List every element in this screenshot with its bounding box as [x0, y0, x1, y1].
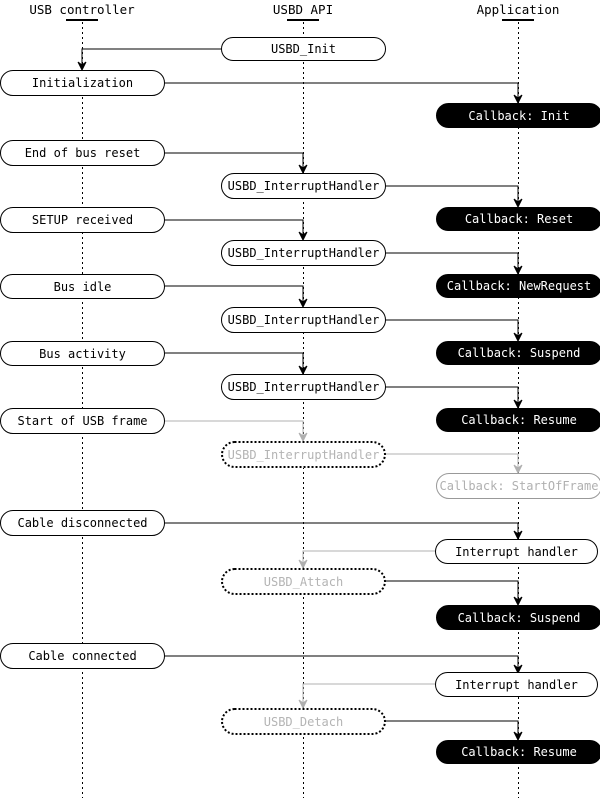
- arrowhead-icon: [77, 61, 87, 72]
- node-initialization: Initialization: [0, 70, 165, 96]
- arrowhead-icon: [513, 94, 523, 105]
- arrowhead-icon: [298, 432, 308, 443]
- node-interrupt-handler: Interrupt handler: [435, 672, 598, 697]
- node-end-of-bus-reset: End of bus reset: [0, 140, 165, 166]
- node-bus-activity: Bus activity: [0, 341, 165, 366]
- arrowhead-icon: [513, 464, 523, 475]
- node-callback-newrequest: Callback: NewRequest: [436, 274, 600, 298]
- arrowhead-icon: [513, 731, 523, 742]
- arrowhead-icon: [298, 231, 308, 242]
- lifeline-top-bar-usbd-api: [287, 19, 319, 21]
- node-callback-resume: Callback: Resume: [436, 408, 600, 432]
- arrowhead-icon: [513, 198, 523, 209]
- arrowhead-icon: [298, 699, 308, 710]
- node-usbd-attach: USBD_Attach: [221, 568, 386, 595]
- connector-line: [165, 655, 519, 673]
- connector-line: [386, 185, 519, 207]
- node-callback-startofframe: Callback: StartOfFrame: [436, 473, 600, 499]
- arrowhead-icon: [513, 596, 523, 607]
- node-callback-suspend: Callback: Suspend: [436, 605, 600, 630]
- connector-line: [302, 550, 435, 568]
- connector-line: [165, 152, 304, 173]
- node-usbd-init: USBD_Init: [221, 37, 386, 61]
- arrowhead-icon: [298, 164, 308, 175]
- connector-line: [81, 48, 221, 70]
- connector-line: [165, 285, 304, 307]
- node-setup-received: SETUP received: [0, 207, 165, 233]
- node-callback-resume: Callback: Resume: [436, 740, 600, 764]
- node-usbd-interrupthandler: USBD_InterruptHandler: [221, 173, 386, 199]
- node-usbd-interrupthandler: USBD_InterruptHandler: [221, 240, 386, 266]
- arrowhead-icon: [298, 298, 308, 309]
- connector-line: [165, 522, 519, 539]
- lifeline-usbd-api: [303, 22, 304, 798]
- connector-line: [386, 453, 519, 473]
- connector-line: [386, 319, 519, 341]
- lifeline-top-bar-usb-controller: [66, 19, 98, 21]
- lifeline-top-bar-application: [502, 19, 534, 21]
- node-bus-idle: Bus idle: [0, 274, 165, 299]
- node-cable-disconnected: Cable disconnected: [0, 510, 165, 536]
- node-interrupt-handler: Interrupt handler: [435, 539, 598, 564]
- connector-line: [302, 683, 435, 708]
- connector-line: [165, 82, 519, 103]
- node-usbd-interrupthandler: USBD_InterruptHandler: [221, 307, 386, 333]
- connector-line: [386, 252, 519, 274]
- arrowhead-icon: [513, 399, 523, 410]
- column-header-usbd-api: USBD API: [272, 2, 334, 17]
- connector-line: [386, 720, 519, 740]
- connector-line: [165, 219, 304, 240]
- connector-line: [165, 420, 304, 441]
- node-callback-reset: Callback: Reset: [436, 207, 600, 231]
- connector-line: [386, 386, 519, 408]
- node-usbd-interrupthandler: USBD_InterruptHandler: [221, 374, 386, 400]
- arrowhead-icon: [298, 559, 308, 570]
- node-callback-init: Callback: Init: [436, 103, 600, 128]
- node-cable-connected: Cable connected: [0, 643, 165, 669]
- node-callback-suspend: Callback: Suspend: [436, 341, 600, 365]
- arrowhead-icon: [298, 365, 308, 376]
- node-usbd-interrupthandler: USBD_InterruptHandler: [221, 441, 386, 468]
- connector-line: [165, 352, 304, 374]
- arrowhead-icon: [513, 332, 523, 343]
- arrowhead-icon: [513, 664, 523, 675]
- arrowhead-icon: [513, 265, 523, 276]
- node-usbd-detach: USBD_Detach: [221, 708, 386, 735]
- column-header-usb-controller: USB controller: [29, 2, 135, 17]
- arrowhead-icon: [513, 530, 523, 541]
- node-start-of-usb-frame: Start of USB frame: [0, 408, 165, 434]
- column-header-application: Application: [476, 2, 560, 17]
- connector-line: [386, 580, 519, 605]
